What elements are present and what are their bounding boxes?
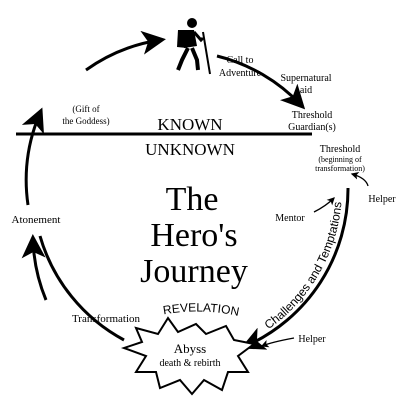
helper-top-arrow xyxy=(350,172,369,187)
cycle-arc-right xyxy=(240,187,350,350)
title-line-1: The xyxy=(166,181,219,218)
abyss-label: Abyss xyxy=(174,341,207,356)
call-to-adventure-label-1: Call to xyxy=(227,55,254,66)
call-to-adventure-label-2: Adventure xyxy=(219,68,262,79)
supernatural-aid-label-2: aid xyxy=(300,85,312,96)
mentor-arrow xyxy=(313,197,335,213)
mentor-label: Mentor xyxy=(275,213,305,224)
abyss-subtitle: death & rebirth xyxy=(159,358,220,369)
gift-label-2: the Goddess) xyxy=(62,116,109,126)
cycle-arc-top-right xyxy=(216,54,306,110)
known-label: KNOWN xyxy=(157,115,222,134)
threshold-guardian-label-2: Guardian(s) xyxy=(288,122,336,133)
revelation-label: REVELATION xyxy=(162,300,240,318)
title-line-2: Hero's xyxy=(150,217,237,254)
threshold-guardian-label-1: Threshold xyxy=(292,110,333,121)
unknown-label: UNKNOWN xyxy=(145,140,235,159)
gift-label-1: (Gift of xyxy=(72,104,99,114)
cycle-arc-top-left xyxy=(85,30,166,72)
transformation-label: Transformation xyxy=(72,313,141,325)
abyss-burst xyxy=(120,316,257,396)
atonement-arrow xyxy=(21,234,48,301)
threshold-note-2: transformation) xyxy=(315,164,365,173)
threshold-note-1: (beginning of xyxy=(318,155,362,164)
helper-bottom-label: Helper xyxy=(298,334,326,345)
cycle-arc-left xyxy=(21,107,44,206)
hiker-icon xyxy=(176,18,211,75)
supernatural-aid-label-1: Supernatural xyxy=(280,73,331,84)
helper-bottom-arrow xyxy=(260,337,295,348)
atonement-label: Atonement xyxy=(12,214,61,226)
helper-top-label: Helper xyxy=(368,194,396,205)
threshold-label: Threshold xyxy=(320,144,361,155)
title-line-3: Journey xyxy=(140,253,248,290)
